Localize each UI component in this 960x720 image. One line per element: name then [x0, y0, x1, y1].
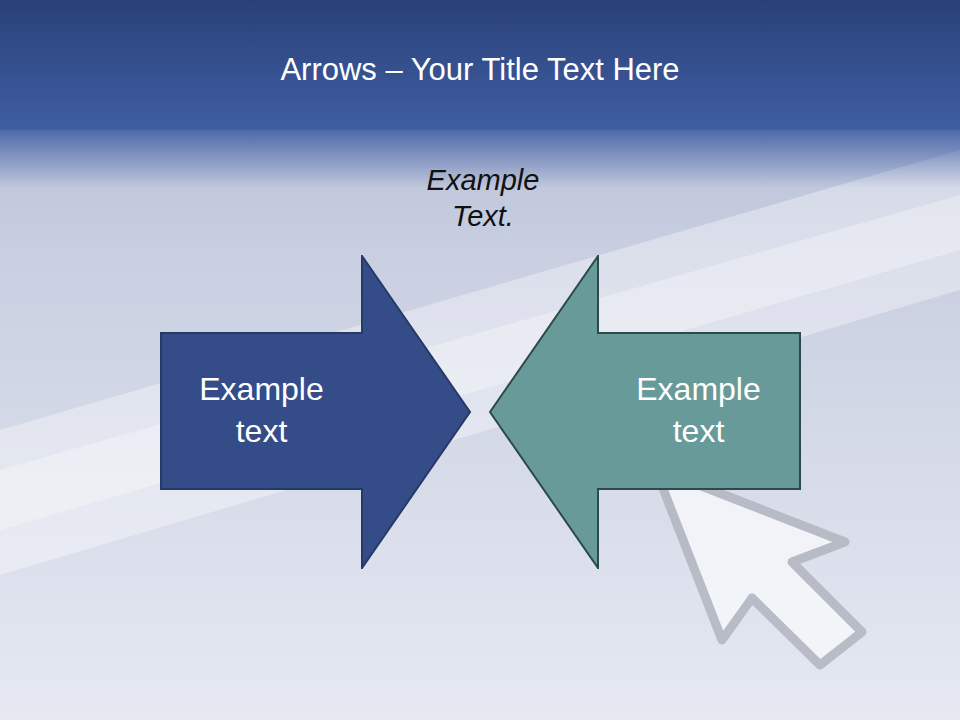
- arrow-label: Example text: [610, 369, 787, 452]
- arrow-outline: [488, 255, 802, 569]
- light-band: [0, 150, 960, 575]
- slide-title: Arrows – Your Title Text Here: [0, 52, 960, 88]
- cursor-icon: [655, 468, 862, 665]
- light-band: [0, 195, 960, 530]
- arrow-body: Example text: [161, 333, 362, 489]
- title-bar: [0, 0, 960, 130]
- arrow-body: Example text: [598, 333, 799, 489]
- arrow-fill: [161, 256, 470, 568]
- note-text: Example Text.: [408, 162, 558, 235]
- arrow-shape: Example text: [160, 255, 472, 569]
- arrow-shape: Example text: [488, 255, 802, 569]
- arrow-fill: [490, 256, 800, 568]
- arrow-outline: [160, 255, 472, 569]
- arrow-label: Example text: [173, 369, 350, 452]
